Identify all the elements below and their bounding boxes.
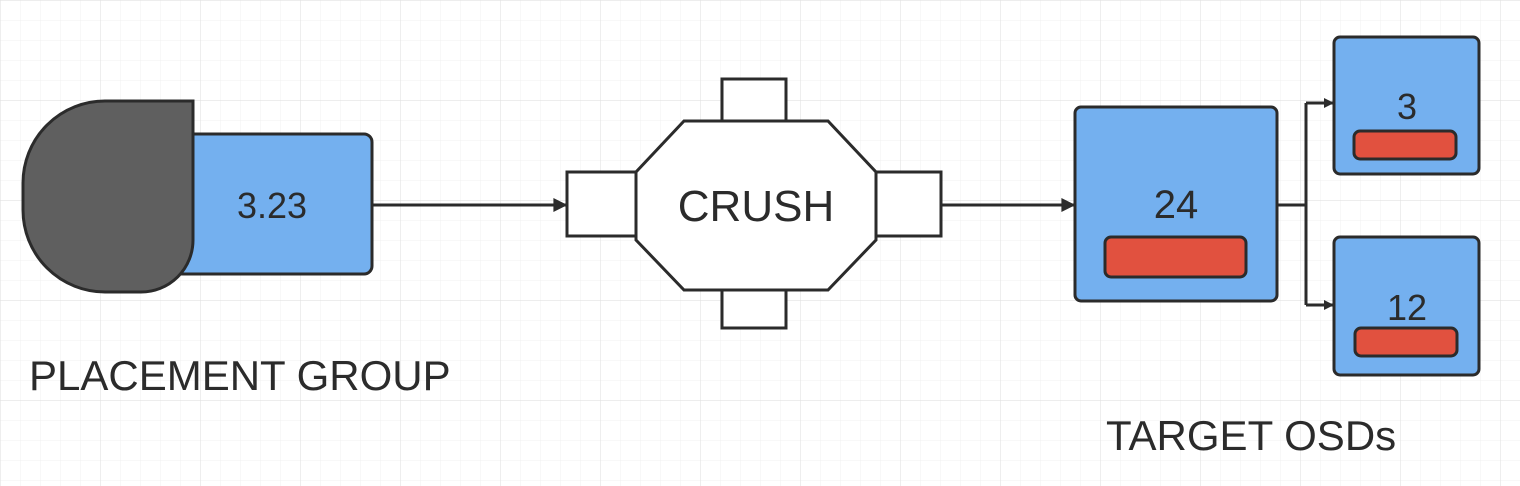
- crush-node[interactable]: CRUSH: [565, 77, 943, 330]
- osd-replica-12-status-bar: [1353, 326, 1459, 358]
- osd-replica-3[interactable]: 3: [1332, 35, 1481, 176]
- octagon-with-ports-icon: [634, 119, 878, 292]
- crush-port-right: [873, 170, 943, 238]
- edge-osd-24-to-replicas: [1277, 98, 1334, 310]
- osd-primary-status-bar: [1103, 235, 1248, 279]
- placement-group-caption: PLACEMENT GROUP: [29, 352, 451, 399]
- crush-label: CRUSH: [678, 182, 834, 231]
- osd-primary-label: 24: [1154, 183, 1199, 227]
- osd-primary[interactable]: 24: [1073, 105, 1279, 303]
- placement-group-blob-icon: [21, 99, 195, 294]
- osd-replica-3-status-bar: [1352, 129, 1458, 161]
- osd-replica-12-label: 12: [1387, 287, 1427, 328]
- target-osds-caption: TARGET OSDs: [1106, 412, 1396, 459]
- crush-port-left: [565, 170, 639, 238]
- osd-replica-12[interactable]: 12: [1332, 235, 1481, 377]
- osd-replica-3-label: 3: [1397, 86, 1417, 127]
- crush-port-top: [720, 77, 788, 123]
- placement-group-id: 3.23: [237, 185, 307, 226]
- crush-port-bottom: [720, 288, 788, 330]
